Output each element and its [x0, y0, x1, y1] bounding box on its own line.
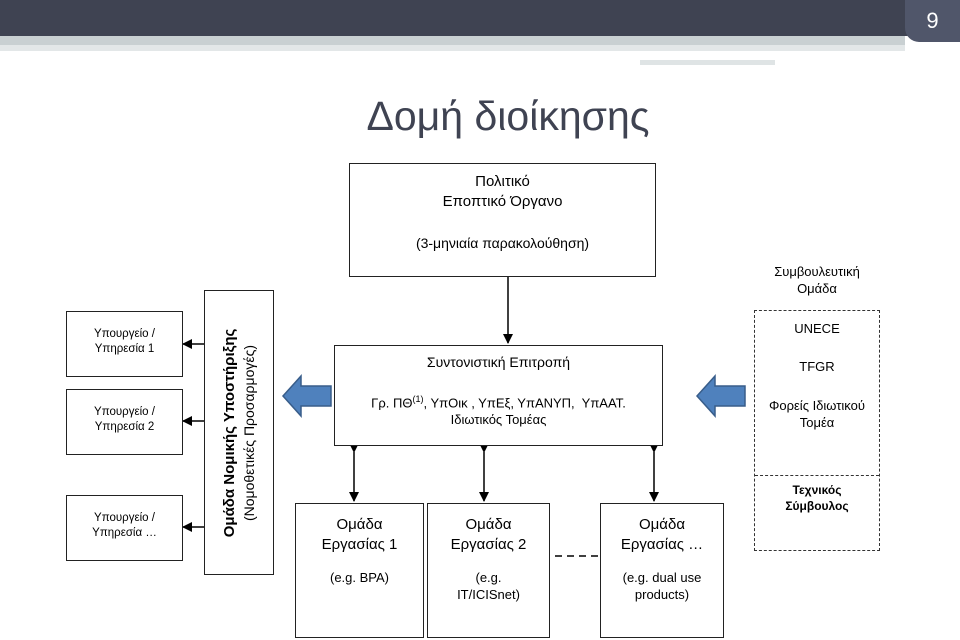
committee-members-rest: , ΥπΟικ , ΥπΕξ, ΥπΑΝΥΠ, ΥπΑΑΤ. — [423, 395, 626, 411]
wg1-line2: Εργασίας 1 — [321, 535, 398, 553]
title-accent-stripe — [640, 60, 775, 65]
advisory-private-1: Φορείς Ιδιωτικού — [769, 398, 865, 413]
wg3-line1: Ομάδα — [638, 516, 685, 533]
ministry-2-line2: Υπηρεσία 2 — [94, 420, 155, 433]
advisory-group-title: Συμβουλευτική Ομάδα — [754, 264, 880, 298]
ministry-1-line2: Υπηρεσία 1 — [94, 342, 155, 355]
header-stripe — [0, 36, 905, 45]
block-arrow-right — [695, 374, 746, 418]
advisory-technical-2: Σύμβουλος — [785, 498, 849, 513]
header-stripe-light — [0, 45, 905, 51]
block-arrow-left — [281, 374, 332, 418]
advisory-member-unece: UNECE — [794, 321, 840, 336]
wg2-example-1: (e.g. — [475, 570, 502, 585]
legal-support-title: Ομάδα Νομικής Υποστήριξης — [221, 328, 239, 537]
wg3-line2: Εργασίας … — [620, 535, 704, 553]
slide-number: 9 — [905, 0, 960, 42]
wg2-line2: Εργασίας 2 — [450, 535, 527, 553]
advisory-title-1: Συμβουλευτική — [774, 264, 860, 279]
committee-private-sector: Ιδιωτικός Τομέας — [450, 412, 547, 427]
wg3-example-1: (e.g. dual use — [622, 570, 702, 585]
working-group-1: Ομάδα Εργασίας 1 (e.g. BPA) — [295, 503, 424, 638]
advisory-group-box: UNECE TFGR Φορείς Ιδιωτικού Τομέα Τεχνικ… — [754, 310, 880, 551]
wg1-example-1: (e.g. BPA) — [329, 570, 389, 585]
working-group-3: Ομάδα Εργασίας … (e.g. dual use products… — [600, 503, 724, 638]
ministry-3-line2: Υπηρεσία … — [92, 526, 157, 539]
coordinating-committee: Συντονιστική Επιτροπή Γρ. ΠΘ(1), ΥπΟικ ,… — [334, 345, 663, 446]
political-supervisory-body: Πολιτικό Εποπτικό Όργανο (3-μηνιαία παρα… — [349, 163, 656, 277]
committee-members-prefix: Γρ. ΠΘ — [371, 395, 413, 411]
header-bar — [0, 0, 960, 36]
slide-title: Δομή διοίκησης — [366, 93, 650, 139]
advisory-private-2: Τομέα — [799, 414, 835, 430]
ministry-box-3: Υπουργείο / Υπηρεσία … — [66, 495, 183, 561]
advisory-divider — [755, 475, 879, 476]
advisory-title-2: Ομάδα — [797, 280, 837, 296]
wg2-line1: Ομάδα — [465, 516, 512, 533]
advisory-member-tfgr: TFGR — [799, 359, 835, 374]
ministry-box-2: Υπουργείο / Υπηρεσία 2 — [66, 389, 183, 455]
ministry-1-line1: Υπουργείο / — [94, 328, 155, 340]
advisory-technical-1: Τεχνικός — [792, 483, 842, 497]
wg1-line1: Ομάδα — [336, 516, 383, 533]
working-group-2: Ομάδα Εργασίας 2 (e.g. IT/ICISnet) — [427, 503, 550, 638]
ministry-3-line1: Υπουργείο / — [94, 512, 155, 524]
legal-support-subtitle: (Νομοθετικές Προσαρμογές) — [240, 344, 257, 521]
political-body-note: (3-μηνιαία παρακολούθηση) — [415, 235, 590, 251]
ministry-2-line1: Υπουργείο / — [94, 406, 155, 418]
committee-members-footnote: (1) — [412, 394, 424, 404]
wg3-example-2: products) — [634, 586, 690, 602]
committee-members: Γρ. ΠΘ(1), ΥπΟικ , ΥπΕξ, ΥπΑΝΥΠ, ΥπΑΑΤ. — [335, 394, 662, 412]
ministry-box-1: Υπουργείο / Υπηρεσία 1 — [66, 311, 183, 377]
legal-support-group: Ομάδα Νομικής Υποστήριξης (Νομοθετικές Π… — [204, 290, 274, 575]
legal-support-text: Ομάδα Νομικής Υποστήριξης (Νομοθετικές Π… — [220, 328, 258, 537]
wg2-example-2: IT/ICISnet) — [457, 586, 520, 602]
political-body-title-2: Εποπτικό Όργανο — [442, 192, 563, 210]
political-body-title-1: Πολιτικό — [475, 173, 530, 190]
committee-title: Συντονιστική Επιτροπή — [426, 354, 571, 370]
